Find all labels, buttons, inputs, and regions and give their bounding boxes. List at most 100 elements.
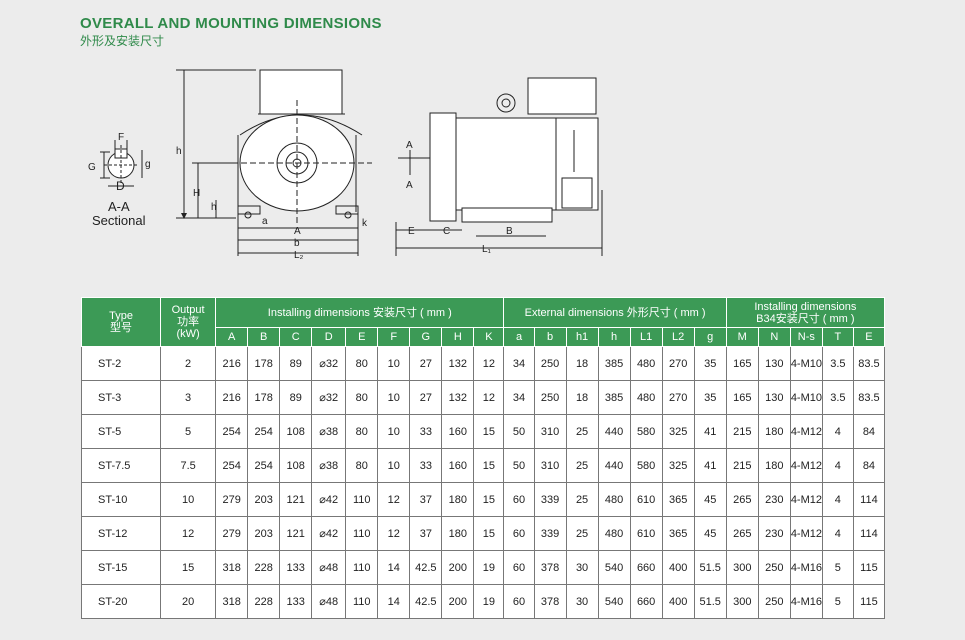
value-cell: 51.5 (693, 550, 727, 585)
subheader-cell: N-s (789, 327, 823, 347)
subheader-cell: L2 (661, 327, 695, 347)
value-cell: 114 (852, 482, 886, 517)
value-cell: 300 (725, 550, 759, 585)
type-cell: ST-2 (80, 346, 162, 381)
value-cell: 30 (565, 584, 599, 619)
value-cell: 200 (441, 584, 475, 619)
label-f: F (118, 132, 124, 143)
value-cell: 325 (661, 414, 695, 449)
value-cell: 228 (247, 550, 281, 585)
value-cell: 250 (757, 550, 791, 585)
value-cell: 660 (629, 584, 663, 619)
value-cell: 5 (160, 414, 217, 449)
value-cell: 279 (215, 516, 249, 551)
header-type-en: Type (109, 310, 133, 322)
value-cell: 480 (629, 380, 663, 415)
value-cell: 41 (693, 448, 727, 483)
label-side-a-top: A (406, 140, 413, 151)
subheader-cell: F (377, 327, 411, 347)
header-output: Output 功率 (kW) (160, 297, 217, 347)
value-cell: 83.5 (852, 380, 886, 415)
value-cell: 19 (473, 550, 505, 585)
value-cell: ⌀48 (311, 550, 347, 585)
value-cell: 115 (852, 550, 886, 585)
value-cell: 130 (757, 346, 791, 381)
value-cell: 60 (503, 482, 535, 517)
value-cell: 60 (503, 516, 535, 551)
value-cell: 254 (247, 448, 281, 483)
label-a-a: A-A (108, 199, 130, 214)
value-cell: 160 (441, 448, 475, 483)
subheader-cell: N (757, 327, 791, 347)
value-cell: 180 (757, 414, 791, 449)
subheader-cell: T (821, 327, 854, 347)
side-view (395, 77, 603, 256)
value-cell: 132 (441, 346, 475, 381)
value-cell: 3 (160, 380, 217, 415)
subheader-cell: L1 (629, 327, 663, 347)
value-cell: 178 (247, 346, 281, 381)
value-cell: 203 (247, 482, 281, 517)
subheader-cell: C (279, 327, 313, 347)
value-cell: 250 (533, 346, 567, 381)
value-cell: 18 (565, 346, 599, 381)
label-b: B (506, 226, 513, 237)
label-sectional: Sectional (92, 213, 146, 228)
value-cell: 4-M12 (789, 448, 823, 483)
value-cell: 165 (725, 380, 759, 415)
value-cell: 108 (279, 448, 313, 483)
value-cell: 580 (629, 414, 663, 449)
value-cell: 12 (473, 346, 505, 381)
value-cell: 178 (247, 380, 281, 415)
value-cell: 2 (160, 346, 217, 381)
value-cell: 365 (661, 482, 695, 517)
value-cell: 5 (821, 550, 854, 585)
value-cell: 15 (473, 414, 505, 449)
value-cell: ⌀32 (311, 346, 347, 381)
value-cell: 30 (565, 550, 599, 585)
value-cell: 610 (629, 516, 663, 551)
value-cell: 230 (757, 516, 791, 551)
value-cell: 400 (661, 550, 695, 585)
value-cell: 15 (160, 550, 217, 585)
subheader-cell: M (725, 327, 759, 347)
type-cell: ST-10 (80, 482, 162, 517)
value-cell: 27 (409, 346, 443, 381)
value-cell: 310 (533, 414, 567, 449)
value-cell: 660 (629, 550, 663, 585)
value-cell: 4 (821, 448, 854, 483)
value-cell: 27 (409, 380, 443, 415)
value-cell: ⌀38 (311, 414, 347, 449)
value-cell: 41 (693, 414, 727, 449)
value-cell: 25 (565, 482, 599, 517)
page-title: OVERALL AND MOUNTING DIMENSIONS (80, 15, 382, 32)
value-cell: 130 (757, 380, 791, 415)
value-cell: 365 (661, 516, 695, 551)
value-cell: 51.5 (693, 584, 727, 619)
label-h-center: H (193, 188, 200, 199)
value-cell: 4-M16 (789, 584, 823, 619)
value-cell: 480 (597, 516, 631, 551)
value-cell: 35 (693, 380, 727, 415)
header-type-cn: 型号 (110, 322, 133, 334)
value-cell: 110 (345, 482, 379, 517)
value-cell: 200 (441, 550, 475, 585)
value-cell: 440 (597, 448, 631, 483)
value-cell: 378 (533, 584, 567, 619)
label-a-dim: A (294, 226, 301, 237)
value-cell: 540 (597, 584, 631, 619)
value-cell: 216 (215, 346, 249, 381)
label-g-upper: G (88, 162, 96, 173)
label-b-dim: b (294, 238, 300, 249)
value-cell: 325 (661, 448, 695, 483)
value-cell: 4-M12 (789, 414, 823, 449)
header-b34-en: Installing dimensions (754, 300, 857, 313)
value-cell: 35 (693, 346, 727, 381)
value-cell: 25 (565, 414, 599, 449)
value-cell: 228 (247, 584, 281, 619)
label-e: E (408, 226, 415, 237)
value-cell: 121 (279, 482, 313, 517)
